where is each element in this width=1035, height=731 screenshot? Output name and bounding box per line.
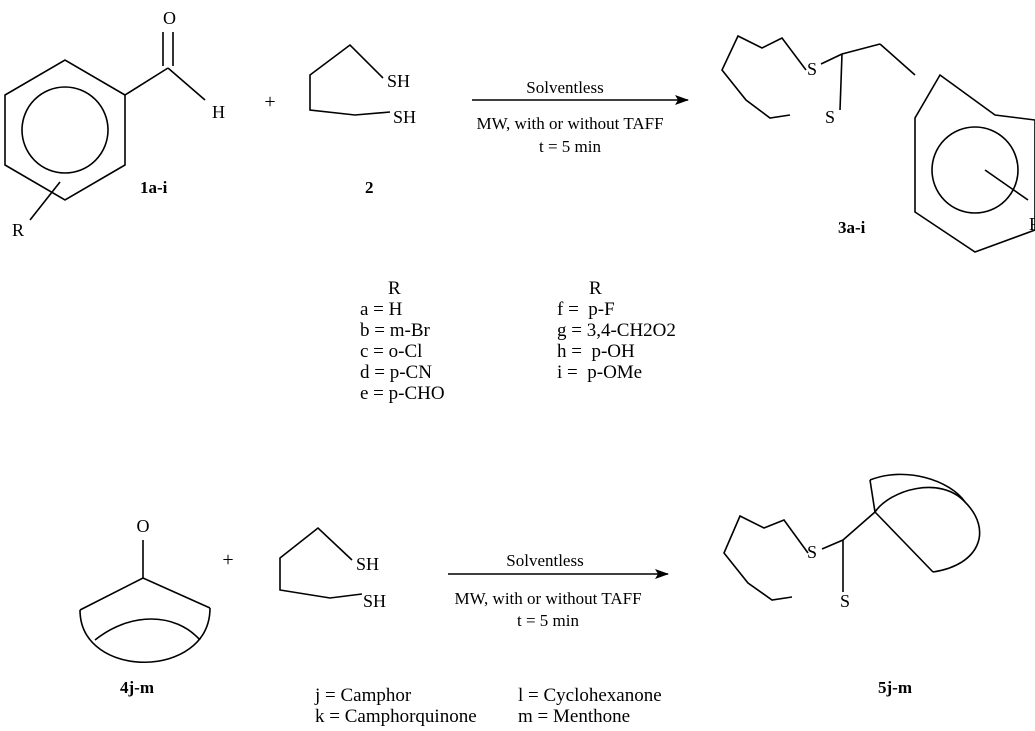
conditions-below-1-line2: t = 5 min [539, 137, 602, 156]
dithiol-sh-bottom-2: SH [363, 591, 386, 611]
dithiol-sh-bottom-1: SH [393, 107, 416, 127]
ketone-table-left: j = Camphor k = Camphorquinone [315, 685, 477, 727]
aldehyde-hydrogen-atom: H [212, 102, 225, 122]
dithiol-sh-top-1: SH [387, 71, 410, 91]
dithiane-s-top-2: S [807, 542, 817, 562]
substituent-row-g: g = 3,4-CH2O2 [557, 320, 676, 341]
ketone-table-right: l = Cyclohexanone m = Menthone [518, 685, 662, 727]
propanedithiol-structure-1: SH SH [309, 43, 416, 127]
dithiane-s-top-1: S [807, 59, 817, 79]
plus-sign-1: + [264, 91, 275, 113]
spiro-dithiane-structure: S S [723, 473, 981, 611]
benzaldehyde-structure: O H R [4, 8, 225, 240]
conditions-below-2-line1: MW, with or without TAFF [454, 589, 641, 608]
propanedithiol-structure-2: SH SH [279, 526, 386, 611]
substituent-table-left: R a = H b = m-Br c = o-Cl d = p-CN e = p… [360, 278, 445, 404]
product-r-substituent: R [1029, 214, 1035, 234]
compound-label-1a-i: 1a-i [140, 178, 168, 197]
substituent-row-e: e = p-CHO [360, 383, 445, 404]
substituent-table-right: R f = p-F g = 3,4-CH2O2 h = p-OH i = p-O… [557, 278, 676, 383]
ketone-row-j: j = Camphor [315, 685, 412, 706]
compound-label-4j-m: 4j-m [120, 678, 154, 697]
compound-label-5j-m: 5j-m [878, 678, 912, 697]
substituent-row-f: f = p-F [557, 299, 615, 320]
substituent-table-left-header: R [388, 278, 401, 299]
plus-sign-2: + [222, 549, 233, 571]
dithiane-s-bottom-1: S [825, 107, 835, 127]
cyclic-ketone-structure: O [79, 516, 211, 663]
dithiane-s-bottom-2: S [840, 591, 850, 611]
ketone-row-m: m = Menthone [518, 706, 631, 727]
substituent-row-i: i = p-OMe [557, 362, 643, 383]
compound-label-3a-i: 3a-i [838, 218, 866, 237]
ketone-oxygen-atom: O [137, 516, 150, 536]
conditions-above-2: Solventless [506, 551, 583, 570]
substituent-row-a: a = H [360, 299, 403, 320]
ketone-row-k: k = Camphorquinone [315, 706, 477, 727]
compound-label-2: 2 [365, 178, 374, 197]
substituent-row-h: h = p-OH [557, 341, 635, 362]
aldehyde-oxygen-atom: O [163, 8, 176, 28]
dithiol-sh-top-2: SH [356, 554, 379, 574]
substituent-row-d: d = p-CN [360, 362, 432, 383]
aldehyde-r-substituent: R [12, 220, 24, 240]
substituent-row-b: b = m-Br [360, 320, 430, 341]
conditions-below-2-line2: t = 5 min [517, 611, 580, 630]
substituent-row-c: c = o-Cl [360, 341, 423, 362]
conditions-above-1: Solventless [526, 78, 603, 97]
ketone-row-l: l = Cyclohexanone [518, 685, 662, 706]
substituent-table-right-header: R [589, 278, 602, 299]
aryl-dithiane-structure: S S R [721, 34, 1035, 253]
conditions-below-1-line1: MW, with or without TAFF [476, 114, 663, 133]
